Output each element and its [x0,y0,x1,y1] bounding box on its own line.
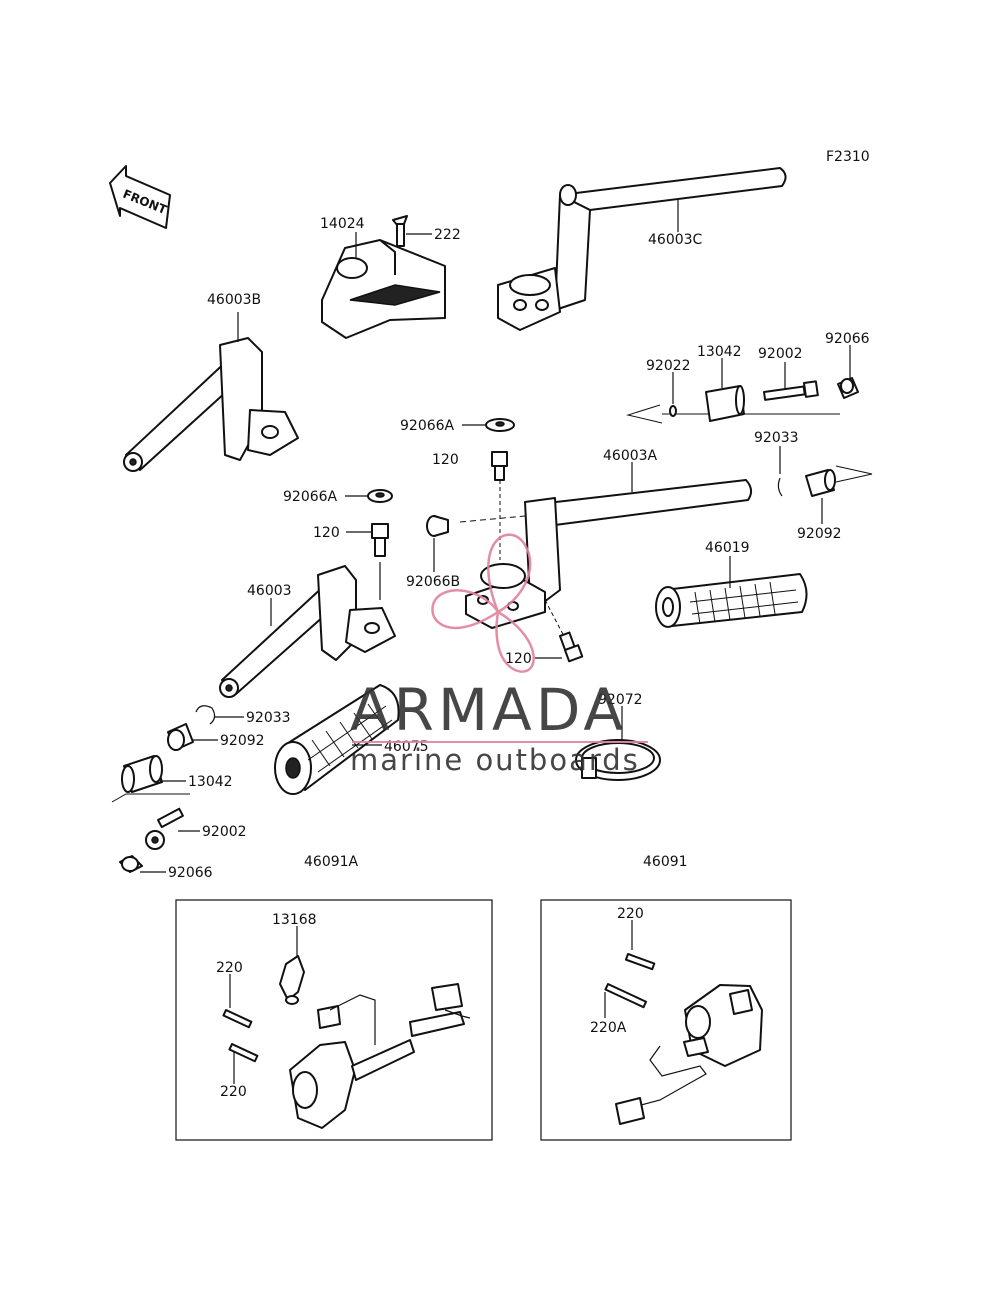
label-92066-low: 92066 [168,865,213,881]
label-92033-top: 92033 [754,430,799,446]
label-92092-low: 92092 [220,733,265,749]
label-13168: 13168 [272,912,317,928]
label-222: 222 [434,227,461,243]
label-92066A-mid: 92066A [283,489,338,505]
label-46003A: 46003A [603,448,658,464]
propeller-logo-icon [431,533,535,673]
label-13042-low: 13042 [188,774,233,790]
right-end-parts-row: 92022 13042 92002 92066 [626,331,870,424]
label-120-top: 120 [432,452,459,468]
label-92066-top: 92066 [825,331,870,347]
label-46003: 46003 [247,583,292,599]
weight-92092-low: 92092 [167,723,265,751]
bracket-14024: 14024 [320,216,446,339]
washer-92066A-mid: 92066A [283,489,393,505]
weight-13042-low: 13042 [111,755,233,803]
label-46091A: 46091A [304,854,359,870]
front-arrow-icon: FRONT [109,165,171,229]
label-92033-low: 92033 [246,710,291,726]
clamp-92072: 92072 [575,692,661,781]
bolt-120-low: 120 [505,599,584,667]
washer-92066A-top: 92066A [400,418,515,434]
label-92066A-top: 92066A [400,418,455,434]
circlip-92033-low: 92033 [195,705,291,726]
label-120-low: 120 [505,651,532,667]
label-92002-top: 92002 [758,346,803,362]
circlip-92033-top: 92033 [754,430,799,497]
watermark-tagline: marine outboards [350,743,640,777]
figure-code: F2310 [826,149,870,165]
label-46091: 46091 [643,854,688,870]
bolt-120-top: 120 [432,451,508,560]
grip-46075: 46075 [274,684,429,795]
label-46019: 46019 [705,540,750,556]
cap-92066B: 92066B [406,515,460,590]
screw-222: 222 [392,215,461,247]
nut-92066-low: 92066 [119,855,213,881]
label-220A: 220A [590,1020,627,1036]
handlebar-46003: 46003 [219,562,396,698]
weight-92092-top: 92092 [797,465,873,542]
label-46003B: 46003B [207,292,261,308]
switch-box-46091A: 13168 220 220 [175,899,493,1141]
label-13042-top: 13042 [697,344,742,360]
handlebar-46003C: 46003C [497,167,787,331]
armada-watermark: ARMADA marine outboards [350,533,648,777]
label-92066B: 92066B [406,574,460,590]
grip-46019: 46019 [655,540,808,628]
bolt-120-mid: 120 [313,523,389,557]
switch-box-46091: 220 220A [540,899,792,1141]
handlebar-46003A: 46003A [459,448,752,629]
label-92092-top: 92092 [797,526,842,542]
label-220-b: 220 [220,1084,247,1100]
label-92072: 92072 [598,692,643,708]
label-92022: 92022 [646,358,691,374]
label-14024: 14024 [320,216,365,232]
label-46003C: 46003C [648,232,703,248]
handlebar-46003B: 46003B [123,292,299,472]
bolt-92002-low: 92002 [145,807,247,850]
label-92002-low: 92002 [202,824,247,840]
label-220-a: 220 [216,960,243,976]
watermark-brand: ARMADA [350,676,627,744]
label-220-c: 220 [617,906,644,922]
label-120-mid: 120 [313,525,340,541]
